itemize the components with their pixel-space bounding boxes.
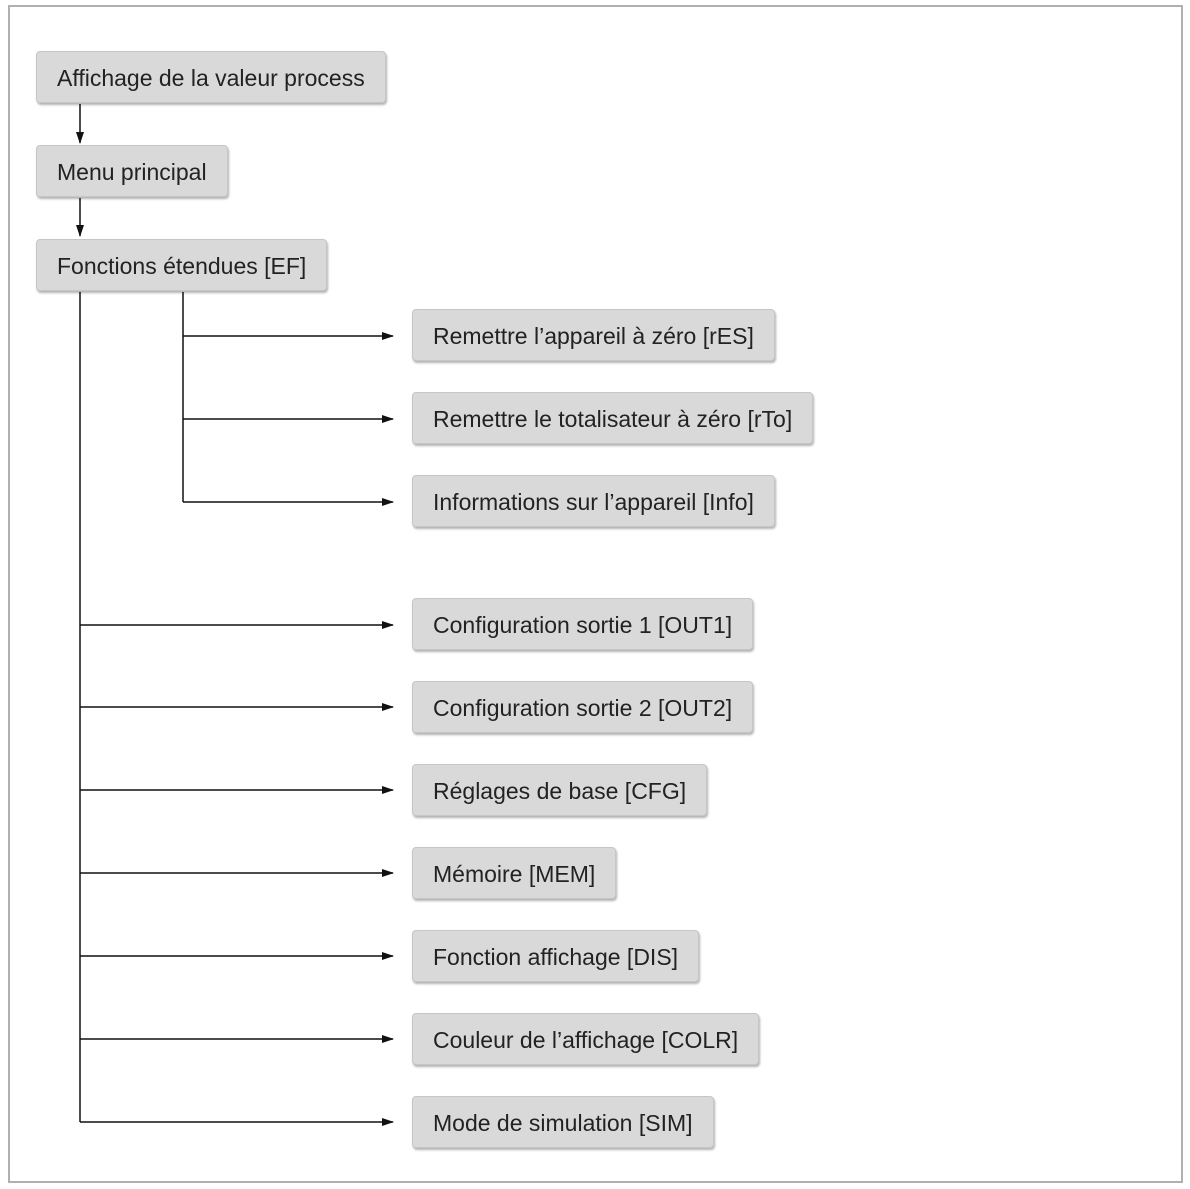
node-main-menu: Menu principal [36, 145, 228, 197]
node-output1: Configuration sortie 1 [OUT1] [412, 598, 754, 650]
node-basic-settings: Réglages de base [CFG] [412, 764, 708, 816]
node-output2: Configuration sortie 2 [OUT2] [412, 681, 754, 733]
node-device-info: Informations sur l’appareil [Info] [412, 475, 775, 527]
node-process-value: Affichage de la valeur process [36, 51, 386, 103]
node-extended-functions: Fonctions étendues [EF] [36, 239, 328, 291]
diagram-frame [8, 5, 1183, 1183]
node-simulation-mode: Mode de simulation [SIM] [412, 1096, 714, 1148]
node-display-color: Couleur de l’affichage [COLR] [412, 1013, 760, 1065]
node-reset-totalizer: Remettre le totalisateur à zéro [rTo] [412, 392, 814, 444]
node-memory: Mémoire [MEM] [412, 847, 617, 899]
node-reset-device: Remettre l’appareil à zéro [rES] [412, 309, 775, 361]
node-display-function: Fonction affichage [DIS] [412, 930, 700, 982]
